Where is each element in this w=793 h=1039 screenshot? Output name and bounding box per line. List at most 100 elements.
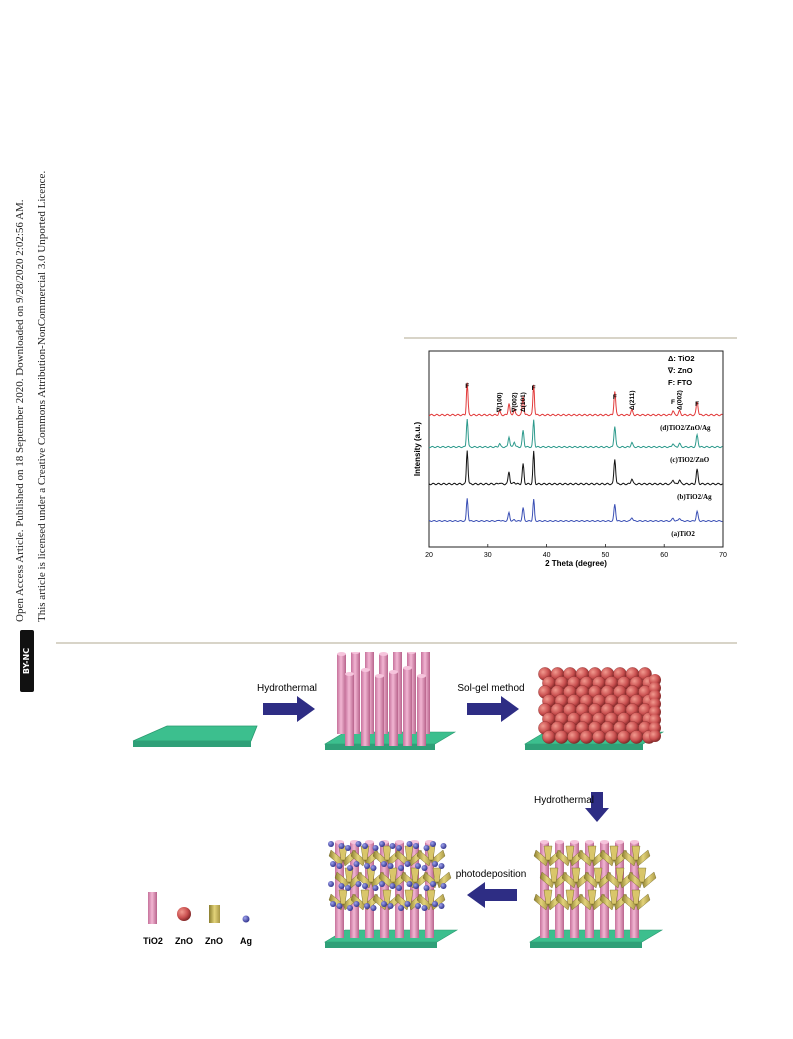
tio2-rod xyxy=(351,652,360,734)
ag-nanoparticle xyxy=(404,901,411,907)
x-tick-label: 40 xyxy=(543,552,551,559)
tio2-rod xyxy=(615,842,624,938)
tio2-rod xyxy=(600,842,609,938)
zno-nanosheet xyxy=(627,871,643,889)
zno-nanosheet xyxy=(565,889,575,905)
zno-nanosheet xyxy=(565,845,575,861)
ag-nanoparticle xyxy=(389,883,396,889)
series-label: (c)TiO2/ZnO xyxy=(670,456,710,464)
ag-nanoparticle xyxy=(364,863,370,869)
zno-nanosheet xyxy=(543,889,553,905)
license-sidebar: Open Access Article. Published on 18 Sep… xyxy=(0,0,48,1039)
x-tick-label: 70 xyxy=(719,552,727,559)
zno-nanosheet xyxy=(583,871,599,889)
ag-nanoparticle xyxy=(362,883,368,889)
ag-nanoparticle xyxy=(406,881,413,887)
ag-nanoparticle xyxy=(330,901,336,907)
ag-nanoparticle xyxy=(336,863,343,869)
ag-nanoparticle xyxy=(396,885,402,891)
ag-nanoparticle xyxy=(430,841,436,847)
zno-sphere xyxy=(649,730,661,742)
zno-nanosheet xyxy=(631,889,641,905)
zno-nanosheet xyxy=(621,849,637,867)
zno-nanosheet xyxy=(599,849,615,867)
tio2-rod-top xyxy=(361,668,370,672)
step2-label: Sol-gel method xyxy=(457,683,524,694)
tio2-rod-top xyxy=(555,840,564,844)
zno-nanosheet xyxy=(555,849,571,867)
ag-nanoparticle xyxy=(398,865,404,871)
zno-nanosheet xyxy=(543,845,553,861)
ag-nanoparticle xyxy=(353,861,360,867)
tio2-rod xyxy=(555,842,564,938)
legend-tio2-label: TiO2 xyxy=(143,936,163,946)
zno-nanosheet xyxy=(549,867,559,883)
zno-nanosheet xyxy=(338,889,348,905)
xrd-series-line xyxy=(428,418,723,449)
cc-license-badge[interactable]: BY-NC xyxy=(20,630,34,692)
tio2-rod-top xyxy=(395,840,404,844)
peak-label: Δ(211) xyxy=(629,391,636,411)
zno-nanosheet xyxy=(641,871,657,889)
tio2-rod xyxy=(570,842,579,938)
ag-nanoparticle xyxy=(328,881,334,887)
arrow-hydrothermal-1 xyxy=(263,696,315,722)
tio2-rod xyxy=(417,676,426,746)
ag-nanoparticle xyxy=(415,863,421,869)
zno-nanosheet xyxy=(533,849,549,867)
ag-nanoparticle xyxy=(353,901,360,907)
ag-nanoparticle xyxy=(347,905,353,911)
zno-nanosheet xyxy=(609,845,619,861)
tio2-rod-top xyxy=(615,840,624,844)
zno-nanosheet xyxy=(382,845,392,861)
tio2-rod-top xyxy=(389,670,398,674)
ag-nanoparticle xyxy=(438,863,445,869)
substrate-front xyxy=(530,942,642,948)
zno-nanosheet xyxy=(615,867,625,883)
zno-sphere xyxy=(629,730,644,744)
zno-nanosheet xyxy=(404,889,414,905)
tio2-rod-top xyxy=(417,674,426,678)
legend-zno-sheet-icon xyxy=(209,905,220,923)
zno-nanosheet xyxy=(577,849,593,867)
tio2-rod-top xyxy=(403,666,412,670)
peak-label: F xyxy=(671,399,675,406)
zno-nanosheet xyxy=(599,893,615,911)
ag-nanoparticle xyxy=(404,861,411,867)
tio2-rod-top xyxy=(379,652,388,656)
zno-nanosheet xyxy=(593,867,603,883)
zno-nanosheet xyxy=(637,867,647,883)
x-tick-label: 20 xyxy=(425,552,433,559)
tio2-rod xyxy=(410,842,419,938)
top-divider xyxy=(404,337,737,339)
zno-nanosheet xyxy=(587,845,597,861)
zno-nanosheet xyxy=(555,893,571,911)
ag-nanoparticle xyxy=(413,843,419,849)
ag-nanoparticle xyxy=(421,905,428,911)
ag-nanoparticle xyxy=(387,863,394,869)
xrd-series-line xyxy=(428,382,723,417)
zno-nanosheet xyxy=(432,867,442,883)
zno-nanosheet xyxy=(635,893,651,911)
ag-nanoparticle xyxy=(347,865,353,871)
cc-badge-label: BY-NC xyxy=(22,647,31,675)
ag-nanoparticle xyxy=(381,861,387,867)
peak-label: ∇(002) xyxy=(510,392,518,413)
zno-sphere xyxy=(604,730,619,744)
tio2-rod-top xyxy=(570,840,579,844)
step1-label: Hydrothermal xyxy=(257,683,317,694)
zno-nanosheet xyxy=(621,893,637,911)
zno-sphere xyxy=(617,730,631,744)
series-label: (d)TiO2/ZnO/Ag xyxy=(660,424,711,432)
series-label: (b)TiO2/Ag xyxy=(677,493,712,501)
tio2-rod xyxy=(403,668,412,746)
peak-label: F xyxy=(532,385,536,392)
substrate-front xyxy=(325,942,437,948)
zno-nanosheet xyxy=(539,871,555,889)
zno-nanosheet xyxy=(587,889,597,905)
step4-label: photodeposition xyxy=(456,869,527,880)
zno-nanosheet xyxy=(605,871,621,889)
license-notice[interactable]: This article is licensed under a Creativ… xyxy=(36,170,48,622)
arrow-photodeposition xyxy=(467,882,517,908)
